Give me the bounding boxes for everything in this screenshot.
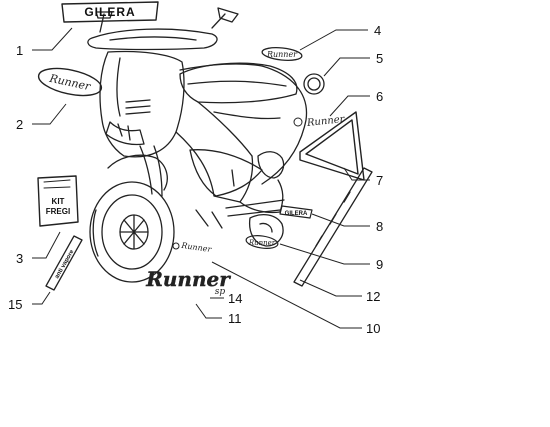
runner-logo-suffix: sp	[215, 287, 226, 297]
callout-4: 4	[374, 23, 381, 38]
oval-sticker-9: Runner	[245, 235, 279, 249]
callout-5: 5	[376, 51, 383, 66]
kit-box: KIT FREGI	[37, 175, 79, 227]
callout-1: 1	[16, 43, 23, 58]
callout-7: 7	[376, 173, 383, 188]
runner-logo-decal: Runner sp	[145, 267, 231, 297]
kit-box-line2: FREGI	[46, 207, 70, 216]
gilera-badge: GILERA	[61, 1, 159, 23]
callout-12: 12	[366, 289, 380, 304]
leader-lines	[32, 27, 370, 329]
callout-15: 15	[8, 297, 22, 312]
runner-logo-text: Runner	[145, 267, 231, 291]
callout-9: 9	[376, 257, 383, 272]
callout-10: 10	[366, 321, 380, 336]
small-gilera-sticker: GILERA	[279, 205, 313, 219]
callout-3: 3	[16, 251, 23, 266]
scooter-illustration	[87, 7, 308, 283]
script-decal-10-text: Runner	[180, 241, 213, 254]
diagonal-stripe-decal	[293, 167, 373, 287]
gilera-badge-text: GILERA	[84, 5, 135, 19]
callout-6: 6	[376, 89, 383, 104]
callout-numbers: 1 2 3 4 5 6 7 8 9 10 11 12 14 15	[8, 23, 383, 336]
oval-logo-decal: Runner	[37, 67, 103, 97]
callout-11: 11	[228, 311, 242, 326]
script-decal-10: Runner	[172, 241, 213, 254]
small-gilera-text: GILERA	[285, 211, 308, 217]
side-strip-decal: anti vapore	[45, 235, 83, 291]
kit-box-line1: KIT	[52, 197, 65, 206]
script-sticker-text: Runner	[305, 114, 346, 129]
callout-2: 2	[16, 117, 23, 132]
small-logo-text: Runner	[266, 50, 298, 59]
small-logo-decal: Runner	[261, 47, 303, 61]
oval-sticker-9-text: Runner	[248, 239, 276, 247]
callout-8: 8	[376, 219, 383, 234]
callout-14: 14	[228, 291, 242, 306]
script-sticker: Runner	[293, 114, 346, 129]
round-emblem	[303, 73, 325, 95]
